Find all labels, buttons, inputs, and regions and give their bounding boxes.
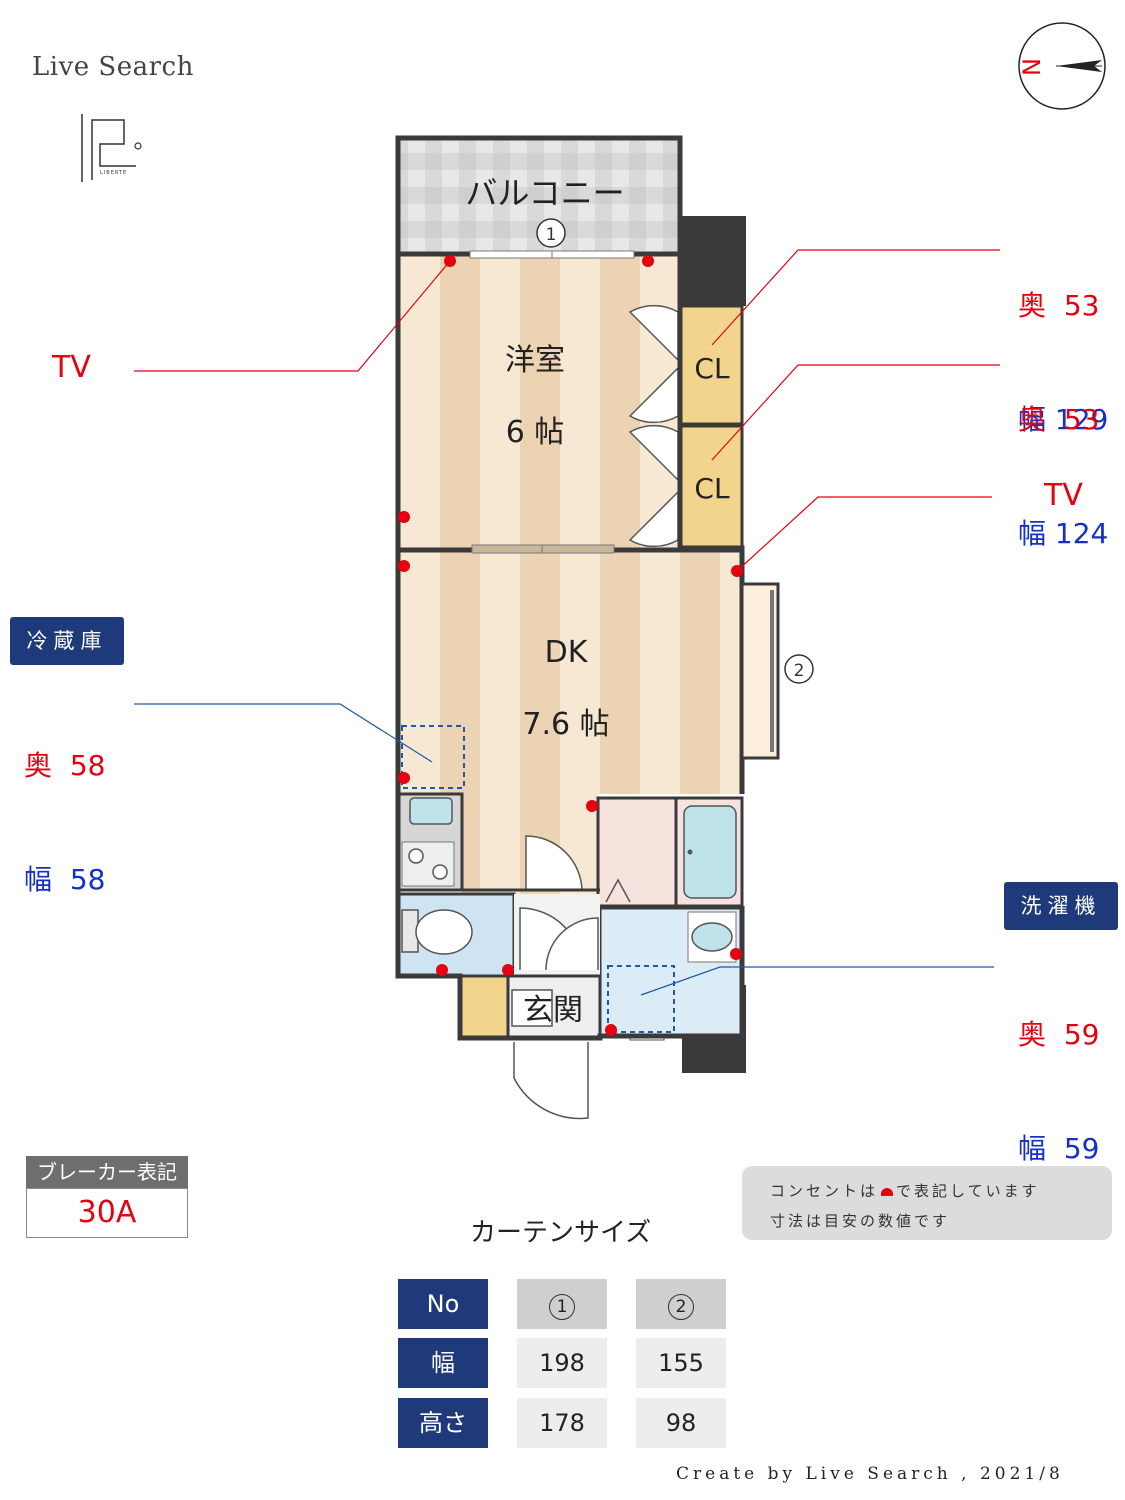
window-1-marker <box>536 218 566 248</box>
western-room-label: 洋室 <box>505 343 565 378</box>
window-1-number: 1 <box>546 225 557 245</box>
closet-2 <box>678 424 744 550</box>
outlet-markers <box>398 255 743 1036</box>
western-room <box>398 256 680 548</box>
western-room-size: 6 帖 <box>506 415 565 450</box>
curtain-title: カーテンサイズ <box>470 1218 652 1248</box>
window-2-number: 2 <box>794 661 805 681</box>
curtain-col-2-height: 98 <box>636 1398 726 1448</box>
leader-cl1 <box>711 249 1000 346</box>
closet-1-label: CL <box>694 352 730 385</box>
closet-doors <box>628 304 679 548</box>
fridge-tag: 冷蔵庫 <box>10 617 124 665</box>
leader-tv-left <box>134 260 451 372</box>
curtain-col-1-height: 178 <box>517 1398 607 1448</box>
shoe-cabinet <box>458 974 510 1040</box>
balcony-label: バルコニー <box>465 174 624 212</box>
curtain-col-2-no: 2 <box>636 1279 726 1329</box>
toilet <box>415 909 473 955</box>
compass-north-icon: N <box>1018 22 1106 110</box>
curtain-header-no: No <box>398 1279 488 1329</box>
washer-dims: 奥 59 幅 59 <box>1018 1018 1100 1165</box>
curtain-header-height: 高さ <box>398 1398 488 1448</box>
door-kitchen <box>525 835 583 891</box>
vanity-room <box>596 796 678 908</box>
window-2-marker <box>784 654 814 684</box>
fridge-dims: 奥 58 幅 58 <box>24 749 106 896</box>
fridge-space <box>401 725 465 789</box>
stove-burner-2 <box>432 864 448 880</box>
tv-left-label: TV <box>52 350 91 385</box>
entrance-label: 玄関 <box>523 993 583 1028</box>
curtain-col-1-width: 198 <box>517 1338 607 1388</box>
cl1-dims: 奥 53 幅 129 <box>1018 289 1109 436</box>
note-line-2: 寸法は目安の数値です <box>770 1212 951 1230</box>
curtain-col-1-no: 1 <box>517 1279 607 1329</box>
closet-1 <box>678 304 744 426</box>
dk-room <box>398 552 742 794</box>
breaker-value: 30A <box>26 1188 188 1238</box>
floor-plan: バルコニー 1 CL CL 玄関 <box>134 135 1000 1120</box>
liberte-logo: LIBERTE <box>81 114 142 182</box>
tv-right-label: TV <box>1044 478 1083 513</box>
leader-washer <box>640 966 994 996</box>
dk-size: 7.6 帖 <box>522 707 609 742</box>
logo-text: LIBERTE <box>100 170 127 176</box>
stove-burner-1 <box>408 848 424 864</box>
compass-letter: N <box>1018 58 1046 76</box>
kitchen-sink <box>409 797 453 825</box>
washer-space <box>607 965 675 1033</box>
outlet-icon <box>881 1188 894 1196</box>
front-door <box>513 1042 589 1120</box>
note-box: コンセントはで表記しています 寸法は目安の数値です <box>742 1166 1112 1240</box>
leader-cl2 <box>711 364 1000 461</box>
footer-credit: Create by Live Search , 2021/8 <box>676 1464 1064 1484</box>
curtain-header-width: 幅 <box>398 1338 488 1388</box>
breaker-label: ブレーカー表記 <box>26 1156 188 1188</box>
pillar-top <box>680 216 746 306</box>
curtain-col-2-width: 155 <box>636 1338 726 1388</box>
bathtub <box>683 805 737 899</box>
leader-tv-right <box>736 496 992 572</box>
wash-basin <box>691 922 733 952</box>
washer-tag: 洗濯機 <box>1004 882 1118 930</box>
note-line-1: コンセントはで表記しています <box>770 1182 1040 1200</box>
brand-name: Live Search <box>32 52 194 82</box>
cl2-dims: 奥 53 幅 124 <box>1018 403 1109 550</box>
leader-fridge <box>134 703 433 763</box>
closet-2-label: CL <box>694 472 730 505</box>
dk-label: DK <box>545 635 589 670</box>
